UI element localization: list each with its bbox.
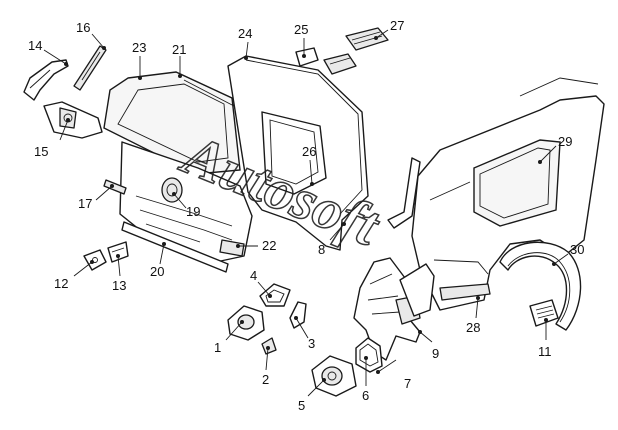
part-15-lock xyxy=(43,101,103,139)
callout-15: 15 xyxy=(34,144,48,159)
callout-26: 26 xyxy=(302,144,316,159)
part-9-bracket xyxy=(399,263,435,317)
part-27-lamp-cover xyxy=(345,27,389,51)
callout-20: 20 xyxy=(150,264,164,279)
part-12-clip xyxy=(83,249,107,271)
part-17-trim xyxy=(103,179,127,195)
part-24-tailgate-seal xyxy=(227,55,369,251)
callout-1: 1 xyxy=(214,340,221,355)
part-25-lamp xyxy=(295,47,357,75)
callout-3: 3 xyxy=(308,336,315,351)
callout-21: 21 xyxy=(172,42,186,57)
callout-17: 17 xyxy=(78,196,92,211)
part-2-bolt xyxy=(261,337,277,355)
callout-16: 16 xyxy=(76,20,90,35)
part-28-sill xyxy=(439,283,491,301)
part-16-gas-strut xyxy=(73,45,107,91)
callout-13: 13 xyxy=(112,278,126,293)
part-6-gasket xyxy=(355,337,383,373)
callout-30: 30 xyxy=(570,242,584,257)
callout-25: 25 xyxy=(294,22,308,37)
part-3-bracket xyxy=(289,301,307,329)
callout-28: 28 xyxy=(466,320,480,335)
callout-23: 23 xyxy=(132,40,146,55)
callout-14: 14 xyxy=(28,38,42,53)
callout-5: 5 xyxy=(298,398,305,413)
part-20-bumper-strip xyxy=(121,221,229,273)
callout-8: 8 xyxy=(318,242,325,257)
part-4-frame xyxy=(259,283,291,307)
part-1-speaker xyxy=(227,305,265,341)
callout-27: 27 xyxy=(390,18,404,33)
part-23-rear-window xyxy=(103,71,241,175)
callout-22: 22 xyxy=(262,238,276,253)
leader-lines xyxy=(43,29,569,397)
callout-4: 4 xyxy=(250,268,257,283)
callout-24: 24 xyxy=(238,26,252,41)
part-8-rod xyxy=(387,157,421,229)
part-13-clip xyxy=(107,241,129,263)
part-14-hinge xyxy=(23,59,69,101)
callout-2: 2 xyxy=(262,372,269,387)
part-5-speaker xyxy=(311,355,357,397)
callout-6: 6 xyxy=(362,388,369,403)
part-11-vent xyxy=(529,299,559,327)
part-30-wheel-arch-liner xyxy=(499,241,582,331)
callout-29: 29 xyxy=(558,134,572,149)
callout-12: 12 xyxy=(54,276,68,291)
callout-11: 11 xyxy=(538,344,552,359)
callout-9: 9 xyxy=(432,346,439,361)
callout-19: 19 xyxy=(186,204,200,219)
callout-7: 7 xyxy=(404,376,411,391)
callout-labels: 1 2 3 4 5 6 7 8 9 11 12 13 14 15 16 17 1… xyxy=(28,18,584,413)
